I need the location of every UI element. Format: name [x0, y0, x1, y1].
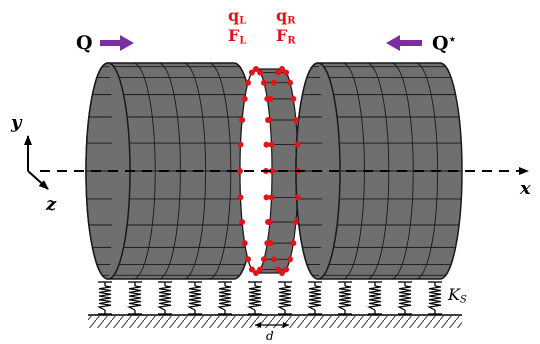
interface-node-dot [248, 266, 255, 273]
interface-node-dot [267, 95, 274, 102]
interface-node-dot [237, 168, 243, 174]
force-arrow-left [100, 35, 134, 51]
spring-stiffness-label: KS [448, 285, 467, 306]
interface-node-dot [290, 95, 297, 102]
force-arrow-right [386, 35, 422, 51]
interface-node-dot [268, 141, 275, 148]
spring [127, 281, 142, 315]
mesh-ring [133, 62, 156, 280]
interface-node-dot [294, 194, 301, 201]
spring [367, 281, 382, 315]
spring [187, 281, 202, 315]
spring [427, 281, 442, 315]
interface-node-dot [253, 270, 259, 276]
axis-label-x: x [520, 178, 531, 199]
label-qL: qL [228, 6, 247, 27]
mesh-ring [391, 62, 414, 280]
interface-node-dot [283, 69, 290, 76]
force-label-Q: Q [76, 32, 93, 54]
interface-node-dot [292, 219, 299, 225]
interface-node-dot [241, 240, 248, 247]
interface-node-dot [263, 194, 270, 201]
label-FR: FR [276, 26, 296, 47]
axis-label-z: z [46, 194, 57, 215]
spring [217, 281, 232, 315]
spring-supports [97, 281, 442, 315]
interface-node-dot [271, 79, 277, 86]
label-qR: qR [276, 6, 296, 27]
left-cylinder [85, 62, 257, 280]
interface-node-dot [239, 219, 246, 225]
interface-node-dot [237, 141, 244, 148]
label-FL: FL [228, 26, 247, 47]
interface-node-dot [265, 219, 272, 225]
spacing-label-d: d [266, 329, 274, 343]
spring [277, 281, 292, 315]
spring [247, 281, 262, 315]
interface-node-dot [261, 79, 267, 86]
spring [97, 281, 112, 315]
coordinate-triad [24, 135, 49, 190]
interface-node-dot [263, 141, 270, 148]
interface-node-dot [279, 66, 285, 72]
interface-node-dot [287, 256, 293, 263]
spacing-marker [255, 322, 289, 328]
interface-node-dot [268, 194, 275, 201]
ground [88, 314, 462, 328]
interface-node-dot [239, 117, 246, 123]
interface-node-dot [279, 270, 285, 276]
interface-node-dot [271, 256, 277, 263]
interface-node-dot [283, 266, 290, 273]
interface-node-dot [287, 79, 293, 86]
interface-nodes [237, 66, 301, 276]
spring [157, 281, 172, 315]
interface-node-dot [267, 240, 274, 247]
interface-node-dot [248, 69, 255, 76]
interface-node-dot [274, 266, 281, 273]
interface-node-dot [269, 168, 275, 174]
interface-node-dot [237, 194, 244, 201]
interface-node-dot [257, 69, 264, 76]
interface-node-dot [245, 256, 251, 263]
spring [397, 281, 412, 315]
force-label-Q-star: Q⋆ [432, 32, 456, 55]
mesh-ring [183, 62, 207, 280]
axis-label-y: y [11, 112, 22, 133]
interface-node-dot [290, 240, 297, 247]
interface-node-dot [292, 117, 299, 123]
interface-node-dot [241, 95, 248, 102]
spring [307, 281, 322, 315]
interface-node-dot [245, 79, 251, 86]
interface-node-dot [265, 117, 272, 123]
interface-node-dot [253, 66, 259, 72]
interface-node-dot [257, 266, 264, 273]
spring [337, 281, 352, 315]
interface-node-dot [274, 69, 281, 76]
interface-node-dot [294, 141, 301, 148]
interface-node-dot [261, 256, 267, 263]
